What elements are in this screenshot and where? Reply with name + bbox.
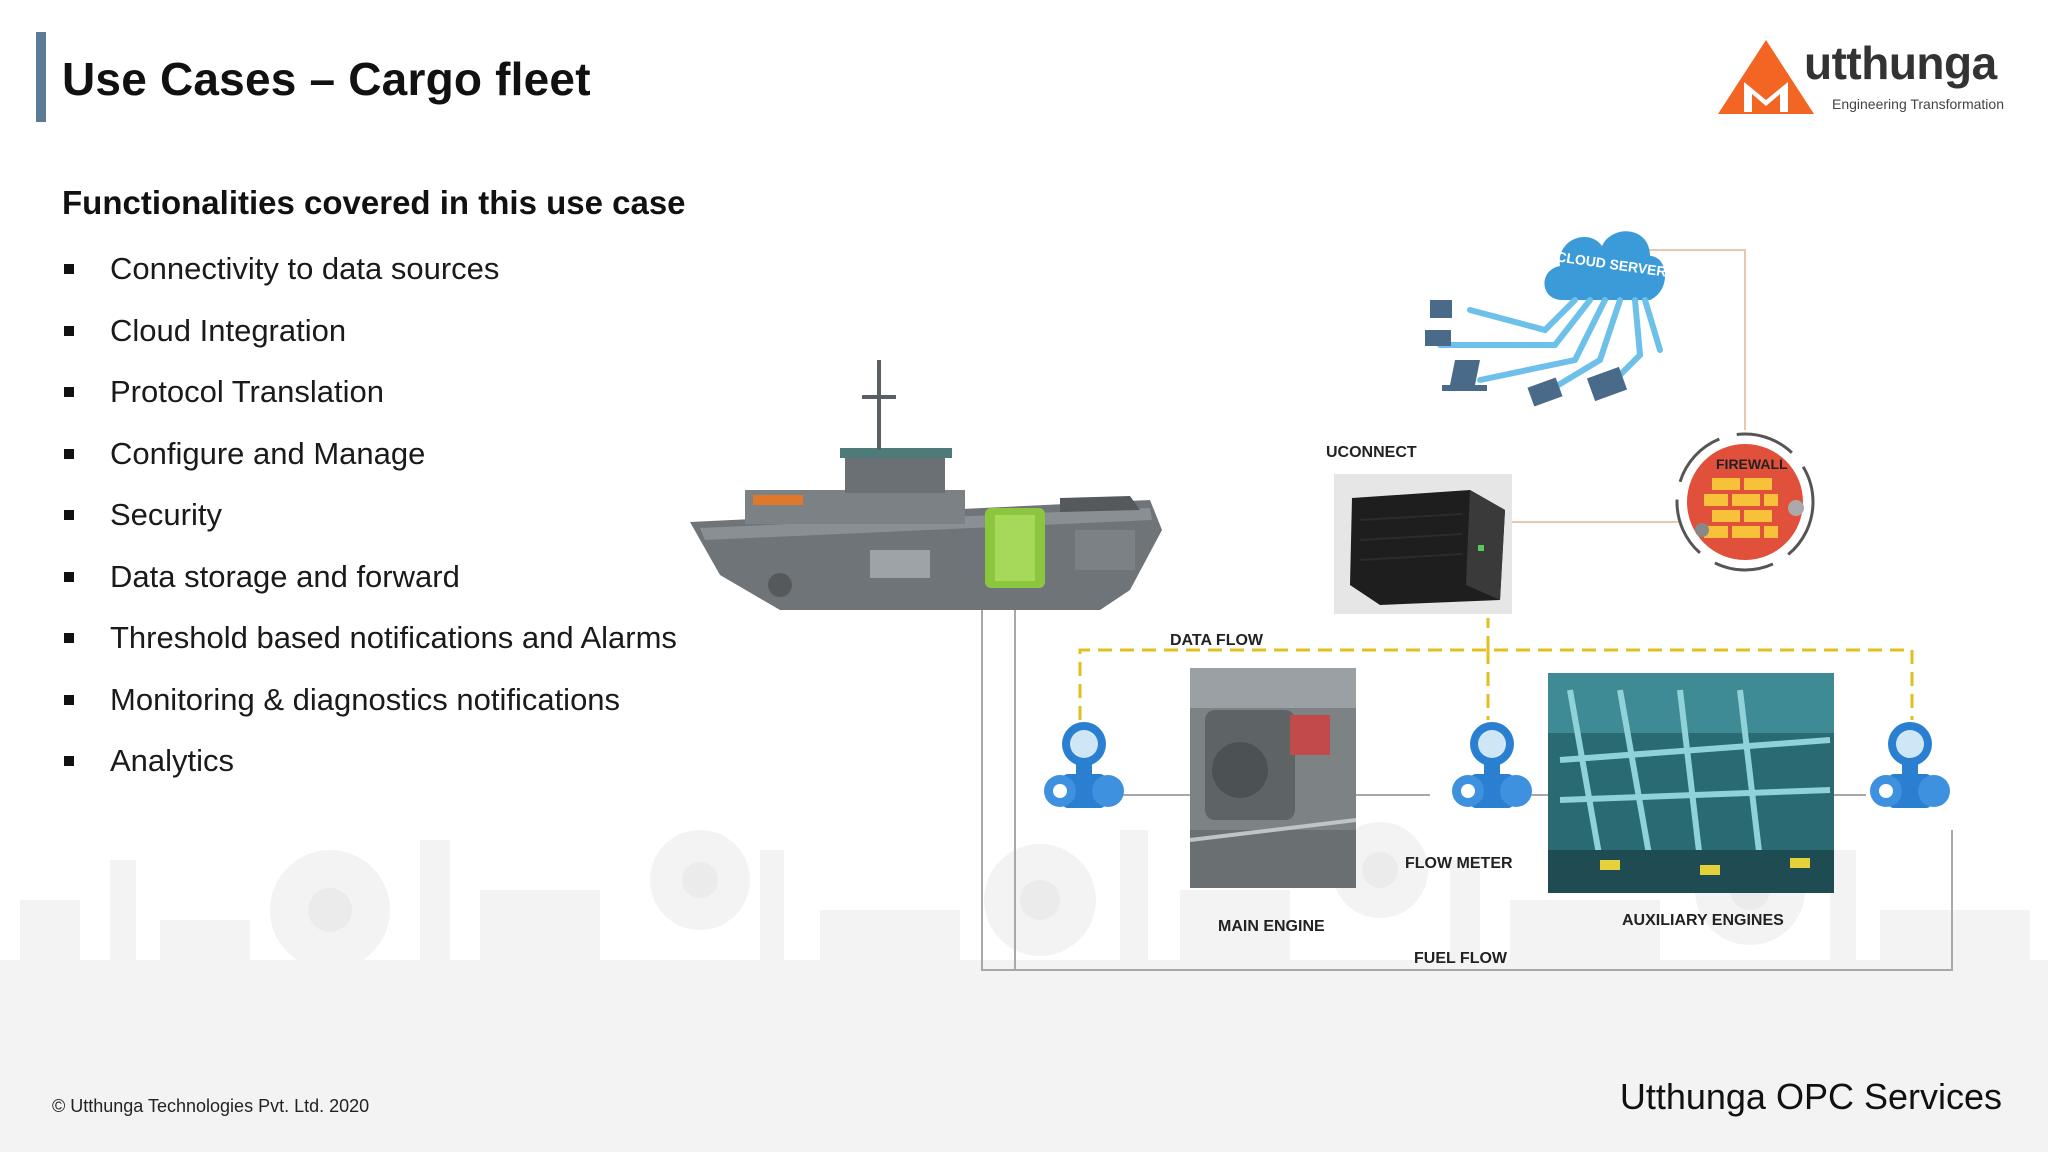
square-bullet-icon (64, 510, 74, 520)
main-engine-photo (1189, 668, 1357, 888)
square-bullet-icon (64, 325, 74, 336)
uconnect-device (1334, 474, 1512, 614)
square-bullet-icon (64, 264, 74, 274)
square-bullet-icon (64, 633, 74, 643)
data-flow-label: DATA FLOW (1170, 632, 1264, 649)
flow-meter-icon (1870, 722, 1950, 808)
uconnect-label: UCONNECT (1326, 444, 1417, 461)
feature-list-heading: Functionalities covered in this use case (62, 184, 686, 221)
connector-lines (981, 249, 1953, 971)
square-bullet-icon (64, 756, 74, 766)
feature-item: Configure and Manage (62, 429, 677, 491)
feature-item: Protocol Translation (62, 367, 677, 429)
feature-item: Security (62, 490, 677, 552)
square-bullet-icon (64, 448, 74, 459)
flow-meter-icon (1044, 722, 1124, 808)
fuel-flow-line (981, 610, 1953, 971)
firewall-icon (1675, 432, 1815, 572)
feature-list: Connectivity to data sources Cloud Integ… (62, 244, 677, 798)
cloud-firewall-link (1615, 249, 1746, 430)
flow-meter-label: FLOW METER (1405, 855, 1513, 872)
square-bullet-icon (64, 387, 74, 397)
data-flow-line (1078, 618, 1914, 720)
square-bullet-icon (64, 694, 74, 705)
title-accent-bar (36, 32, 46, 122)
copyright-text: © Utthunga Technologies Pvt. Ltd. 2020 (52, 1096, 370, 1116)
feature-item: Connectivity to data sources (62, 244, 677, 306)
logo-tagline: Engineering Transformation (1832, 96, 2004, 112)
background-skyline (0, 822, 2048, 1152)
feature-item: Analytics (62, 736, 677, 798)
feature-item: Monitoring & diagnostics notifications (62, 675, 677, 737)
auxiliary-engines-photo (1548, 673, 1834, 893)
feature-item: Threshold based notifications and Alarms (62, 613, 677, 675)
feature-item: Data storage and forward (62, 552, 677, 614)
slide-title: Use Cases – Cargo fleet (62, 53, 591, 105)
auxiliary-engines-label: AUXILIARY ENGINES (1622, 912, 1784, 929)
fuel-flow-label: FUEL FLOW (1414, 950, 1508, 967)
company-logo: utthunga Engineering Transformation (1716, 37, 2016, 118)
firewall-label: FIREWALL (1716, 456, 1788, 472)
logo-mark-icon (1718, 40, 1814, 114)
flow-meter-icon (1452, 722, 1532, 808)
cloud-server-icon (1425, 231, 1666, 407)
cargo-ship-illustration (690, 360, 1162, 610)
feature-item: Cloud Integration (62, 306, 677, 368)
logo-wordmark: utthunga (1804, 37, 1997, 89)
main-engine-label: MAIN ENGINE (1218, 918, 1325, 935)
square-bullet-icon (64, 571, 74, 582)
footer-brand: Utthunga OPC Services (1619, 1076, 2002, 1117)
